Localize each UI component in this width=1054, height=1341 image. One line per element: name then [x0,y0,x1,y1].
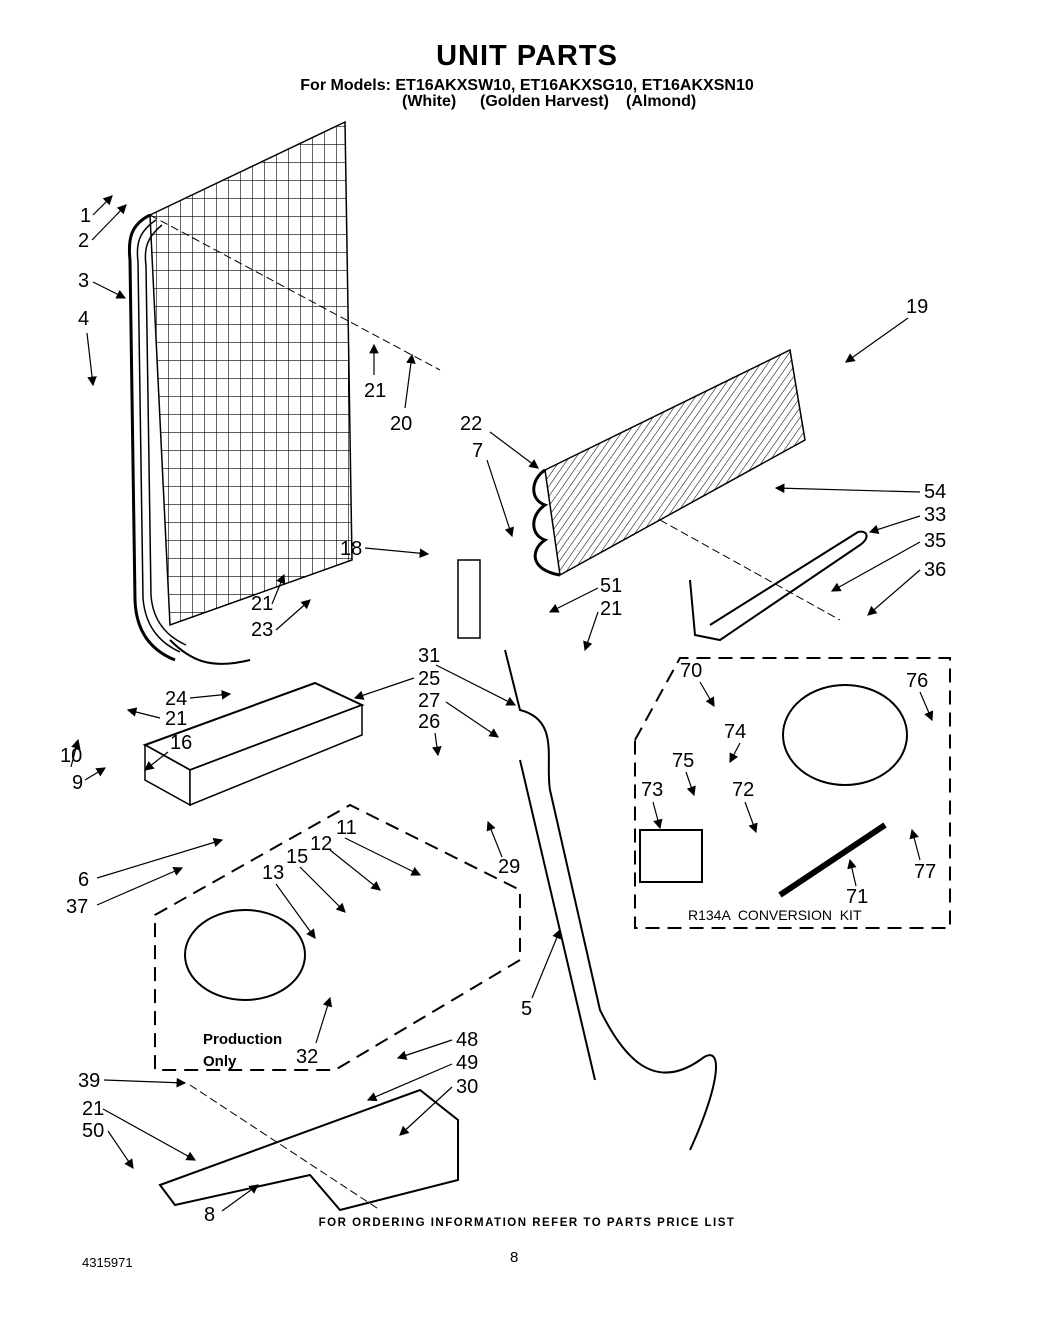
callout-10: 10 [60,745,82,767]
callout-77: 77 [914,861,936,883]
part-callouts: 1 2 3 4 21 20 19 22 7 54 33 35 36 18 51 … [60,205,946,1226]
callout-11: 11 [336,817,357,839]
callout-2: 2 [78,230,89,252]
callout-50: 50 [82,1120,104,1142]
condenser-grid [127,120,441,665]
callout-32: 32 [296,1046,318,1068]
conversion-kit-group [634,657,951,929]
callout-72: 72 [732,779,754,801]
callout-22: 22 [460,413,482,435]
drain-pan [142,681,365,807]
callout-7: 7 [472,440,483,462]
document-number: 4315971 [82,1255,133,1270]
callout-29: 29 [498,856,520,878]
conversion-kit-label: R134A CONVERSION KIT [688,907,862,923]
callout-21d: 21 [165,708,187,730]
models-line: For Models: ET16AKXSW10, ET16AKXSG10, ET… [300,77,754,94]
compressor [184,909,306,1001]
callout-19: 19 [906,296,928,318]
page-number: 8 [510,1249,519,1266]
heat-exchanger [519,759,596,1081]
leader-lines [70,195,934,1212]
callout-20: 20 [390,413,412,435]
callout-39: 39 [78,1070,100,1092]
mounting-base [158,1084,459,1212]
production-label-line2: Only [203,1053,237,1070]
callout-71: 71 [846,886,868,908]
callout-9: 9 [72,772,83,794]
color-almond: (Almond) [626,93,697,110]
callout-49: 49 [456,1052,478,1074]
callout-21a: 21 [364,380,386,402]
callout-23: 23 [251,619,273,641]
callout-1: 1 [80,205,91,227]
callout-27: 27 [418,690,440,712]
callout-31: 31 [418,645,440,667]
callout-35: 35 [924,530,946,552]
callout-18: 18 [340,538,362,560]
callout-24: 24 [165,688,187,710]
ordering-info: FOR ORDERING INFORMATION REFER TO PARTS … [318,1217,736,1229]
callout-25: 25 [418,668,440,690]
callout-74: 74 [724,721,746,743]
kit-drier [778,822,887,898]
suction-tube [504,649,717,1151]
callout-21e: 21 [82,1098,104,1120]
callout-76: 76 [906,670,928,692]
callout-12: 12 [310,833,332,855]
callout-33: 33 [924,504,946,526]
defrost-heater [689,530,868,642]
callout-30: 30 [456,1076,478,1098]
callout-8: 8 [204,1204,215,1226]
callout-15: 15 [286,846,308,868]
page-title: UNIT PARTS [436,40,618,72]
callout-16: 16 [170,732,192,754]
callout-6: 6 [78,869,89,891]
kit-compressor [782,684,908,786]
color-white: (White) [402,93,457,110]
callout-5: 5 [521,998,532,1020]
callout-51: 51 [600,575,622,597]
callout-70: 70 [680,660,702,682]
callout-13: 13 [262,862,284,884]
callout-3: 3 [78,270,89,292]
callout-21b: 21 [600,598,622,620]
callout-48: 48 [456,1029,478,1051]
callout-26: 26 [418,711,440,733]
callout-37: 37 [66,896,88,918]
callout-36: 36 [924,559,946,581]
kit-relay [639,829,703,883]
production-only-group [154,803,521,1071]
production-label-line1: Production [203,1031,282,1048]
evaporator-coil [457,348,841,639]
callout-73: 73 [641,779,663,801]
callout-4: 4 [78,308,89,330]
callout-21c: 21 [251,593,273,615]
callout-75: 75 [672,750,694,772]
color-golden-harvest: (Golden Harvest) [480,93,609,110]
callout-54: 54 [924,481,946,503]
